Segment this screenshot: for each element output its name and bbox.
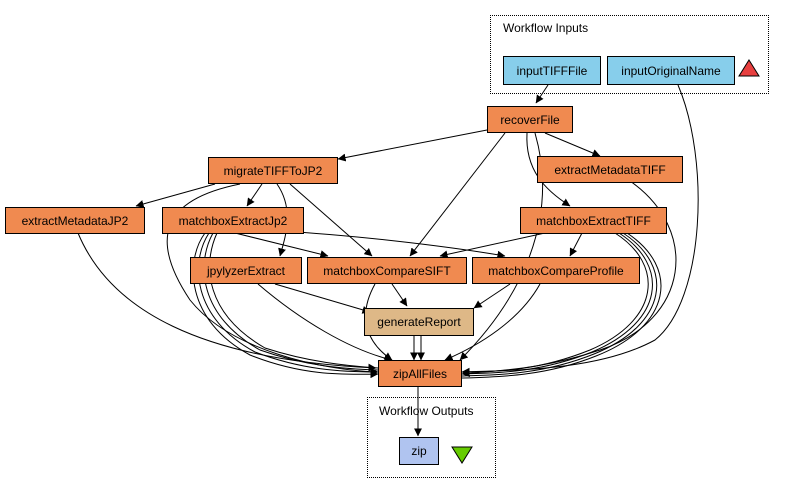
node-jpylyzerExtract[interactable]: jpylyzerExtract: [190, 257, 302, 284]
edge-inputTIFFFile-recoverFile: [535, 84, 549, 104]
output-marker-icon: [451, 446, 473, 464]
node-zipAllFiles[interactable]: zipAllFiles: [378, 360, 462, 387]
edge-recoverFile-extractMetadataTIFF: [544, 132, 601, 157]
edge-matchboxExtractTIFF-zipAllFiles-b: [461, 232, 653, 375]
edge-matchboxExtractJp2-matchboxCompareProfile: [279, 230, 506, 259]
edges-layer: [77, 84, 699, 437]
edge-jpylyzerExtract-zipAllFiles: [257, 283, 393, 363]
node-matchboxExtractTIFF[interactable]: matchboxExtractTIFF: [520, 207, 667, 234]
edge-matchboxExtractJp2-zipAllFiles-b: [198, 232, 379, 373]
edge-migrateTIFFToJP2-matchboxExtractJp2: [246, 183, 263, 207]
edge-matchboxExtractJp2-zipAllFiles-d: [209, 232, 379, 369]
edge-matchboxCompareProfile-zipAllFiles: [444, 283, 541, 361]
node-zip[interactable]: zip: [399, 437, 439, 465]
edge-matchboxExtractJp2-zipAllFiles-a: [192, 232, 379, 379]
edge-matchboxExtractTIFF-matchboxCompareProfile: [569, 232, 583, 257]
edge-matchboxCompareSIFT-generateReport: [391, 283, 408, 307]
workflow-outputs-label: Workflow Outputs: [379, 404, 474, 418]
workflow-inputs-group: [490, 15, 769, 94]
input-marker-icon: [738, 59, 760, 77]
node-inputOriginalName[interactable]: inputOriginalName: [607, 56, 735, 85]
edge-matchboxExtractTIFF-zipAllFiles-a: [461, 232, 649, 376]
edge-matchboxExtractJp2-zipAllFiles-c: [203, 232, 379, 371]
node-matchboxCompareSIFT[interactable]: matchboxCompareSIFT: [307, 257, 467, 284]
edge-recoverFile-migrateTIFFToJP2: [337, 129, 488, 162]
edge-matchboxExtractTIFF-matchboxCompareSIFT: [439, 232, 546, 259]
edge-recoverFile-matchboxCompareSIFT: [409, 132, 506, 257]
edge-matchboxExtractTIFF-zipAllFiles-c: [461, 232, 658, 377]
edge-migrateTIFFToJP2-matchboxCompareSIFT: [289, 183, 373, 257]
node-matchboxCompareProfile[interactable]: matchboxCompareProfile: [472, 257, 640, 284]
node-extractMetadataJP2[interactable]: extractMetadataJP2: [5, 207, 145, 234]
node-matchboxExtractJp2[interactable]: matchboxExtractJp2: [162, 207, 304, 234]
edge-jpylyzerExtract-generateReport: [274, 283, 371, 314]
node-generateReport[interactable]: generateReport: [364, 308, 474, 336]
edge-extractMetadataJP2-zipAllFiles: [77, 232, 377, 372]
node-recoverFile[interactable]: recoverFile: [487, 106, 573, 133]
edge-matchboxExtractTIFF-zipAllFiles-d: [461, 232, 662, 379]
edge-migrateTIFFToJP2-extractMetadataJP2: [135, 183, 216, 208]
workflow-outputs-group: [367, 397, 496, 478]
node-extractMetadataTIFF[interactable]: extractMetadataTIFF: [537, 156, 683, 183]
node-inputTIFFFile[interactable]: inputTIFFFile: [503, 56, 601, 85]
node-migrateTIFFToJP2[interactable]: migrateTIFFToJP2: [208, 157, 338, 184]
edge-matchboxCompareProfile-generateReport: [473, 283, 511, 309]
workflow-inputs-label: Workflow Inputs: [503, 21, 589, 35]
edge-matchboxExtractJp2-matchboxCompareSIFT: [234, 232, 329, 259]
